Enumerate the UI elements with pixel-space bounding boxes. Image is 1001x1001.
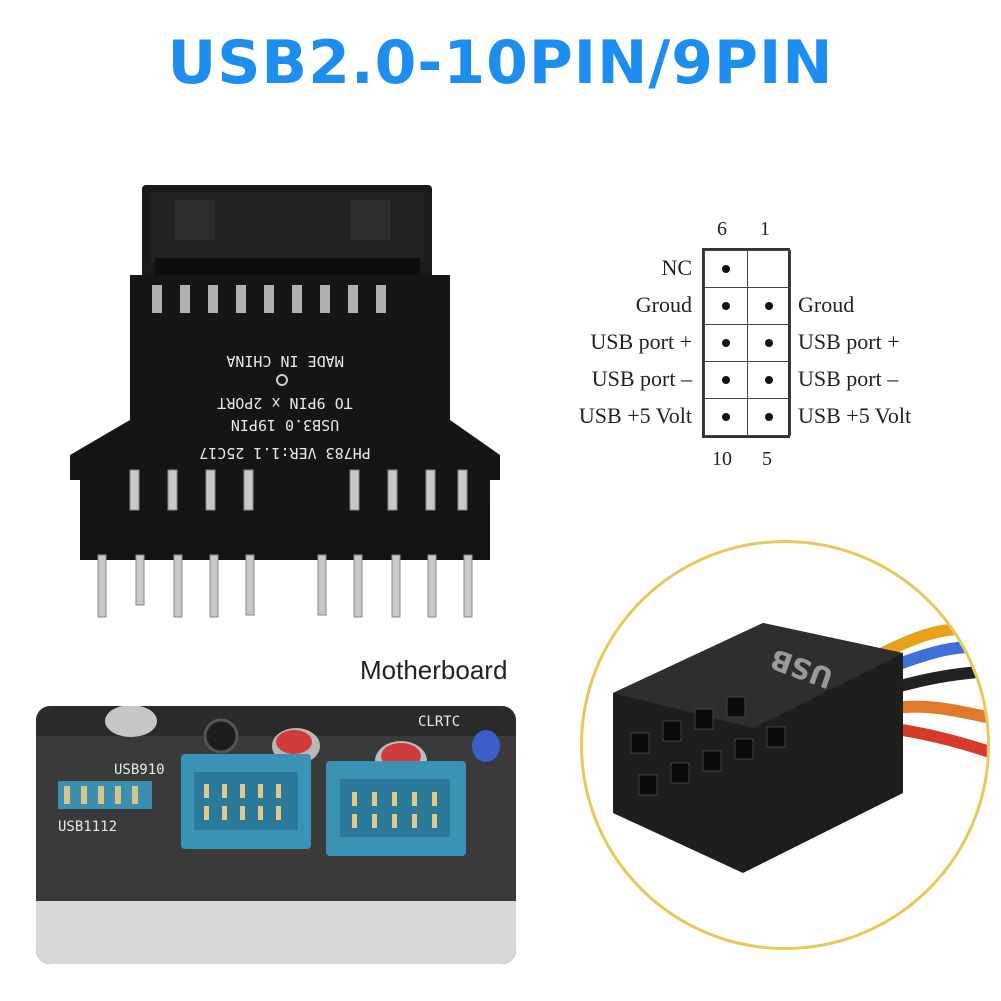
left-label-nc: NC <box>661 255 692 280</box>
pin-grid <box>702 248 791 438</box>
pin-number-5: 5 <box>762 448 772 470</box>
silk-clrtc: CLRTC <box>418 714 460 730</box>
right-label-ground: Groud <box>798 292 855 317</box>
left-label-5v: USB +5 Volt <box>578 403 692 428</box>
motherboard-image: USB910 USB1112 CLRTC <box>36 706 516 964</box>
pcb-text-usb3: USB3.0 19PIN <box>231 416 339 434</box>
right-label-usb-minus: USB port – <box>798 366 899 391</box>
left-label-usb-plus: USB port + <box>590 329 692 354</box>
pcb-text-version: PH783 VER:1.1 25C17 <box>199 444 371 462</box>
right-label-usb-plus: USB port + <box>798 329 900 354</box>
motherboard-caption: Motherboard <box>360 655 508 685</box>
page-title: USB2.0-10PIN/9PIN <box>167 28 834 98</box>
pcb-text-made-in-china: MADE IN CHINA <box>226 352 343 370</box>
pin-number-10: 10 <box>712 448 732 470</box>
usb-connector-image: USB <box>613 623 987 873</box>
pin-number-6: 6 <box>717 218 727 240</box>
pin-number-1: 1 <box>760 218 770 240</box>
pinout-diagram: 6 1 NC Groud USB port + USB port – USB +… <box>540 210 970 480</box>
pcb-text-to-9pin: TO 9PIN x 2PORT <box>217 394 352 412</box>
right-label-5v: USB +5 Volt <box>798 403 912 428</box>
connector-closeup: USB <box>580 540 990 950</box>
left-label-usb-minus: USB port – <box>591 366 692 391</box>
silk-usb910: USB910 <box>114 762 165 778</box>
silk-usb1112: USB1112 <box>58 819 117 835</box>
adapter-board-image: MADE IN CHINA TO 9PIN x 2PORT USB3.0 19P… <box>70 185 500 618</box>
left-label-ground: Groud <box>635 292 692 317</box>
